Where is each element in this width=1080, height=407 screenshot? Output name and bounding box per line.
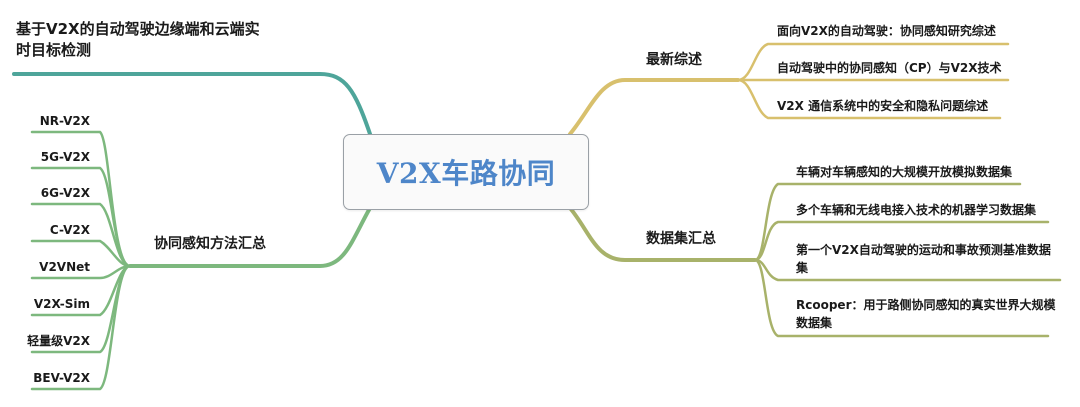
connector-datasets (568, 206, 757, 262)
connectors-methods-leaves (30, 130, 132, 391)
leaf-method-2[interactable]: 6G-V2X (40, 186, 90, 200)
leaf-dataset-1-line1: 多个车辆和无线电接入技术的机器学习数据集 (796, 203, 1037, 217)
leaf-dataset-2[interactable]: 第一个V2X自动驾驶的运动和事故预测基准数据 集 (796, 241, 1076, 277)
central-topic[interactable]: V2X车路协同 (343, 134, 589, 210)
leaf-dataset-3[interactable]: Rcooper：用于路侧协同感知的真实世界大规模 数据集 (796, 296, 1066, 332)
leaf-review-0[interactable]: 面向V2X的自动驾驶：协同感知研究综述 (777, 24, 996, 38)
topic-line-2: 时目标检测 (16, 41, 92, 59)
leaf-dataset-0-line1: 车辆对车辆感知的大规模开放模拟数据集 (796, 165, 1013, 179)
leaf-dataset-2-line2: 集 (796, 261, 809, 275)
topic-edge-cloud-detection[interactable]: 基于V2X的自动驾驶边缘端和云端实 时目标检测 (16, 19, 316, 61)
leaf-method-7[interactable]: BEV-V2X (33, 371, 90, 385)
leaf-method-3[interactable]: C-V2X (49, 223, 90, 237)
leaf-dataset-2-line1: 第一个V2X自动驾驶的运动和事故预测基准数据 (796, 243, 1051, 257)
leaf-review-1[interactable]: 自动驾驶中的协同感知（CP）与V2X技术 (777, 61, 1002, 75)
branch-methods[interactable]: 协同感知方法汇总 (154, 236, 266, 252)
branch-reviews[interactable]: 最新综述 (646, 52, 702, 68)
leaf-dataset-3-line1: Rcooper：用于路侧协同感知的真实世界大规模 (796, 298, 1056, 312)
leaf-method-4[interactable]: V2VNet (39, 260, 90, 274)
connectors-datasets-leaves (753, 182, 1062, 338)
leaf-method-6[interactable]: 轻量级V2X (27, 334, 90, 348)
connector-methods (128, 206, 372, 268)
branch-datasets[interactable]: 数据集汇总 (646, 231, 716, 247)
leaf-method-0[interactable]: NR-V2X (39, 114, 90, 128)
leaf-dataset-1[interactable]: 多个车辆和无线电接入技术的机器学习数据集 (796, 201, 1066, 219)
connector-top-left (12, 72, 372, 136)
leaf-method-1[interactable]: 5G-V2X (40, 150, 90, 164)
leaf-dataset-0[interactable]: 车辆对车辆感知的大规模开放模拟数据集 (796, 163, 1066, 181)
leaf-method-5[interactable]: V2X-Sim (33, 297, 90, 311)
connectors-reviews-leaves (736, 42, 1010, 120)
connector-reviews (568, 78, 740, 136)
topic-line-1: 基于V2X的自动驾驶边缘端和云端实 (16, 20, 260, 38)
leaf-review-2[interactable]: V2X 通信系统中的安全和隐私问题综述 (777, 99, 989, 113)
leaf-dataset-3-line2: 数据集 (796, 316, 833, 330)
